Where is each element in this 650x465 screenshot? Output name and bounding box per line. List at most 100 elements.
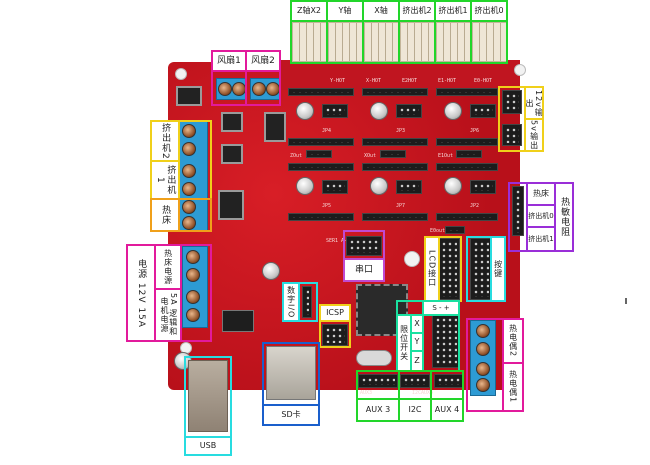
icsp-header [322,324,348,346]
label-thermistor-e1: 挤出机1 [526,226,556,252]
capacitor [444,102,462,120]
label-lcd: LCD接口 [424,236,440,302]
screw [476,362,490,376]
label-fan-2: 风扇2 [245,50,281,72]
silk-jp6: JP6 [470,128,480,134]
voltage-regulator [176,86,202,106]
driver-socket [436,138,498,146]
label-endstop-z: Z [410,350,424,372]
label-extruder-0: 挤出机0 [470,0,508,22]
driver-socket [362,138,428,146]
silk-jp3: JP3 [396,128,406,134]
label-logic-motor-power: 5A 逻辑和电机电源 [154,288,182,342]
screw [186,308,200,322]
screw [182,124,196,138]
driver-socket [362,88,428,96]
usb-port [188,360,228,432]
silk-jp5: JP5 [322,203,332,209]
label-serial: 串口 [343,258,385,282]
screw [186,290,200,304]
driver-socket [288,163,354,171]
jumper-block [470,104,496,118]
12v-output-header [502,90,522,114]
mounting-hole [514,64,526,76]
mosfet [218,190,244,220]
motor-connector-z2 [292,22,327,62]
driver-socket [362,213,428,221]
label-digital-io: 数字I/O [282,282,300,322]
capacitor [262,262,280,280]
polyfuse [264,112,286,142]
keys-header [470,238,492,300]
silk-jp2: JP2 [470,203,480,209]
driver-socket [288,213,354,221]
thermistor-header [512,186,524,236]
label-12v-output: 12v输出 [524,86,544,120]
endstop-header [432,314,460,368]
pcb-top-edge [280,60,520,90]
capacitor [370,102,388,120]
silk-e1out: E1Out [438,153,454,159]
5v-output-header [502,124,522,146]
digital-io-header [302,286,312,318]
screw [182,200,196,214]
sd-slot [266,346,316,400]
label-aux4: AUX 4 [430,398,464,422]
screw [218,82,232,96]
silk-e0out: E0out [430,228,446,234]
motor-connector-e0 [472,22,507,62]
crystal [356,350,392,366]
mounting-hole [404,251,420,267]
label-thermistor-group: 热敏电阻 [554,182,574,252]
silk-xout: XOut [364,153,377,159]
label-fan-1: 风扇1 [211,50,247,72]
silk-e0-hot: E0-HOT [474,78,493,84]
i2c-header [400,374,430,388]
label-usb: USB [184,436,232,456]
silk-serial: SER1 A-OUT [326,238,357,244]
out-header [380,150,406,158]
motor-connector-e2 [400,22,435,62]
label-endstop-y: Y [410,332,424,352]
jumper-block [396,180,422,194]
jumper-block [322,104,348,118]
capacitor [370,177,388,195]
label-thermocouple-1: 热电偶1 [502,362,524,412]
jumper-block [396,104,422,118]
driver-socket [362,163,428,171]
label-endstop-header: S - + [422,300,460,316]
screw [182,164,196,178]
screw [182,182,196,196]
label-extruder-2: 挤出机2 [398,0,436,22]
driver-socket [436,88,498,96]
screw [476,378,490,392]
label-heatbed-power: 热床电源 [154,244,182,290]
label-thermocouple-2: 热电偶2 [502,318,524,364]
screw [182,142,196,156]
label-power-group: 电源 12V 15A [126,244,156,342]
label-thermistor-e0: 挤出机0 [526,204,556,228]
silk-y-hot: Y-HOT [330,78,346,84]
silk-x-hot: X-HOT [366,78,382,84]
label-keys: 按键 [490,236,506,302]
mosfet [221,144,243,164]
capacitor [296,102,314,120]
out-header [306,150,332,158]
silk-jp4: JP4 [322,128,332,134]
mosfet [221,112,243,132]
label-left-heated-bed: 热床 [150,198,180,232]
label-z-axis-x2: Z轴X2 [290,0,328,22]
label-5v-output: 5v输出 [524,118,544,152]
label-aux3: AUX 3 [356,398,400,422]
silk-e1-hot: E1-HOT [438,78,457,84]
label-sd-card: SD卡 [262,404,320,426]
label-left-extruder-1: 挤出机1 [150,160,180,200]
screw [186,250,200,264]
out-header [445,226,465,234]
silk-aux3: AUX3 [360,390,373,396]
screw [476,342,490,356]
driver-socket [436,163,498,171]
screw [476,324,490,338]
serial-header [346,236,382,256]
capacitor [296,177,314,195]
